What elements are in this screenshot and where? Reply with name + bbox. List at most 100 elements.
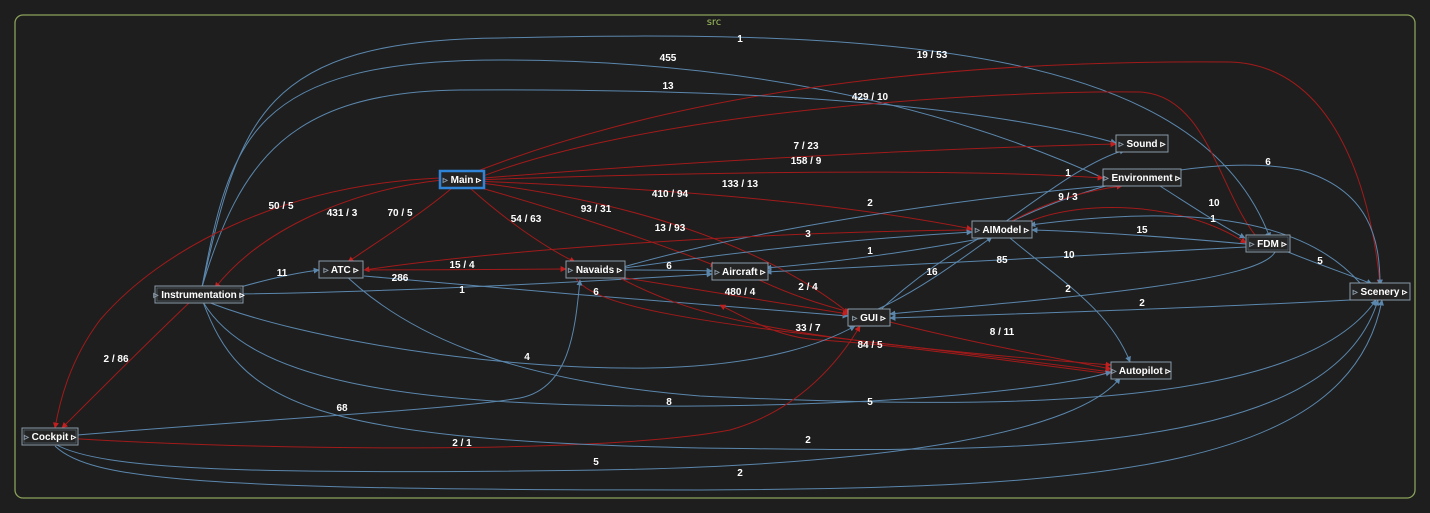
edge-main-gui[interactable]: [472, 181, 856, 319]
edge-scenery-gui[interactable]: [889, 299, 1351, 321]
edge-fdm-gui[interactable]: [889, 251, 1276, 317]
edge-label: 8: [666, 397, 672, 408]
nodes: ▹ Main ▹ ▹ Sound ▹ ▹ Environment ▹ ▹ AIM…: [21, 134, 1411, 446]
edge-instr-gui[interactable]: [202, 299, 856, 369]
expand-left-icon: ▹: [1352, 287, 1361, 298]
edge-scenery-aimodel[interactable]: [1029, 215, 1361, 284]
edge-aimodel-autopilot[interactable]: [1009, 237, 1131, 363]
edge-navaids-aimodel[interactable]: [624, 229, 973, 269]
node-aimodel-text: AIModel: [982, 225, 1021, 236]
expand-left-icon: ▹: [1118, 139, 1127, 150]
edge-aimodel-atc[interactable]: [363, 229, 973, 273]
node-gui-label: ▹ GUI ▹: [851, 313, 886, 324]
node-aimodel-box: [971, 220, 1033, 239]
edge-navaids-aircraft[interactable]: [624, 267, 713, 274]
edge-label: 480 / 4: [725, 287, 756, 298]
edge-label: 1: [1065, 168, 1071, 179]
edge-fdm-scenery[interactable]: [1287, 251, 1373, 285]
node-scenery[interactable]: ▹ Scenery ▹: [1349, 282, 1411, 301]
edge-label: 2: [737, 468, 743, 479]
edge-main-atc[interactable]: [347, 187, 453, 263]
edge-main-scenery[interactable]: [459, 61, 1383, 286]
edge-cockpit-gui[interactable]: [64, 325, 861, 449]
node-autopilot[interactable]: ▹ Autopilot ▹: [1110, 361, 1172, 380]
node-atc[interactable]: ▹ ATC ▹: [318, 260, 364, 279]
expand-left-icon: ▹: [567, 265, 576, 276]
node-autopilot-text: Autopilot: [1119, 366, 1164, 377]
edge-main-env[interactable]: [472, 171, 1104, 181]
node-cockpit-label: ▹ Cockpit ▹: [23, 432, 77, 443]
node-gui[interactable]: ▹ GUI ▹: [847, 308, 891, 327]
edge-atc-scenery[interactable]: [339, 269, 1377, 403]
node-aircraft[interactable]: ▹ Aircraft ▹: [711, 262, 769, 281]
node-aimodel[interactable]: ▹ AIModel ▹: [971, 220, 1033, 239]
expand-right-icon: ▹: [1173, 173, 1182, 184]
node-sound[interactable]: ▹ Sound ▹: [1115, 134, 1169, 153]
edge-aimodel-env[interactable]: [1009, 183, 1123, 223]
edge-fdm-aircraft[interactable]: [765, 246, 1247, 275]
edge-navaids-autopilot[interactable]: [574, 276, 1112, 375]
node-fdm-box: [1245, 234, 1291, 253]
edge-main-fdm[interactable]: [477, 91, 1263, 244]
node-atc-box: [318, 260, 364, 279]
edge-aimodel-sound[interactable]: [1004, 148, 1126, 223]
node-navaids[interactable]: ▹ Navaids ▹: [565, 260, 626, 279]
edge-main-navaids[interactable]: [469, 187, 576, 263]
edge-cockpit-scenery[interactable]: [54, 299, 1384, 491]
edge-gui-autopilot[interactable]: [889, 321, 1112, 371]
edge-fdm-aimodel[interactable]: [1031, 227, 1247, 245]
expand-right-icon: ▹: [1399, 287, 1408, 298]
edge-aimodel-aircraft[interactable]: [765, 236, 991, 271]
edge-label: 54 / 63: [511, 214, 542, 225]
expand-left-icon: ▹: [442, 175, 451, 186]
edge-label: 33 / 7: [795, 323, 820, 334]
node-fdm[interactable]: ▹ FDM ▹: [1245, 234, 1291, 253]
edge-label: 4: [524, 352, 530, 363]
node-cockpit[interactable]: ▹ Cockpit ▹: [21, 427, 79, 446]
edge-main-aimodel[interactable]: [472, 180, 973, 231]
edge-aimodel-navaids[interactable]: [619, 185, 1104, 270]
edge-autopilot-main-red[interactable]: [719, 304, 1112, 375]
node-sound-label: ▹ Sound ▹: [1118, 139, 1167, 150]
edge-aircraft-gui[interactable]: [754, 277, 851, 314]
edge-instr-scenery[interactable]: [202, 299, 1380, 451]
edge-instr-cockpit[interactable]: [61, 301, 191, 429]
edge-label: 84 / 5: [857, 340, 882, 351]
node-aircraft-label: ▹ Aircraft ▹: [714, 267, 767, 278]
edge-instr-autopilot-red[interactable]: [619, 277, 1112, 368]
node-atc-text: ATC: [331, 265, 351, 276]
edge-aimodel-fdm[interactable]: [1027, 207, 1247, 244]
node-environment[interactable]: ▹ Environment ▹: [1102, 168, 1182, 187]
expand-left-icon: ▹: [1103, 173, 1112, 184]
edge-main-aircraft[interactable]: [473, 185, 717, 267]
edge-label: 6: [666, 261, 672, 272]
edge-main-sound[interactable]: [472, 141, 1117, 180]
edge-instr-fdm[interactable]: [201, 35, 1271, 288]
edge-instr-aircraft[interactable]: [236, 271, 713, 295]
node-main[interactable]: ▹ Main ▹: [438, 169, 486, 190]
edge-navaids-gui[interactable]: [619, 276, 849, 317]
edge-cockpit-navaids[interactable]: [64, 279, 583, 437]
edge-main-instr[interactable]: [214, 179, 443, 289]
edge-label: 2 / 4: [798, 282, 818, 293]
edge-env-fdm[interactable]: [1159, 185, 1246, 239]
node-instrumentation[interactable]: ▹ Instrumentation ▹: [152, 285, 246, 304]
cluster-src: src: [14, 14, 1416, 499]
edge-main-cockpit[interactable]: [52, 177, 441, 429]
node-autopilot-label: ▹ Autopilot ▹: [1110, 366, 1171, 377]
edge-instr-sound[interactable]: [201, 89, 1117, 288]
edge-label: 410 / 94: [652, 189, 689, 200]
edge-atc-navaids[interactable]: [363, 266, 567, 273]
node-aimodel-label: ▹ AIModel ▹: [974, 225, 1030, 236]
edge-label: 431 / 3: [327, 208, 358, 219]
edge-atc-gui[interactable]: [363, 275, 849, 319]
edge-label: 5: [593, 457, 599, 468]
node-atc-label: ▹ ATC ▹: [322, 265, 359, 276]
edge-instr-atc[interactable]: [236, 267, 320, 289]
edge-label: 7 / 23: [793, 141, 818, 152]
edge-cockpit-autopilot[interactable]: [54, 377, 1121, 473]
edge-instr-env[interactable]: [201, 59, 1113, 288]
edge-gui-aimodel[interactable]: [875, 236, 993, 311]
expand-left-icon: ▹: [322, 265, 330, 276]
edge-instr-autopilot[interactable]: [202, 301, 1112, 407]
